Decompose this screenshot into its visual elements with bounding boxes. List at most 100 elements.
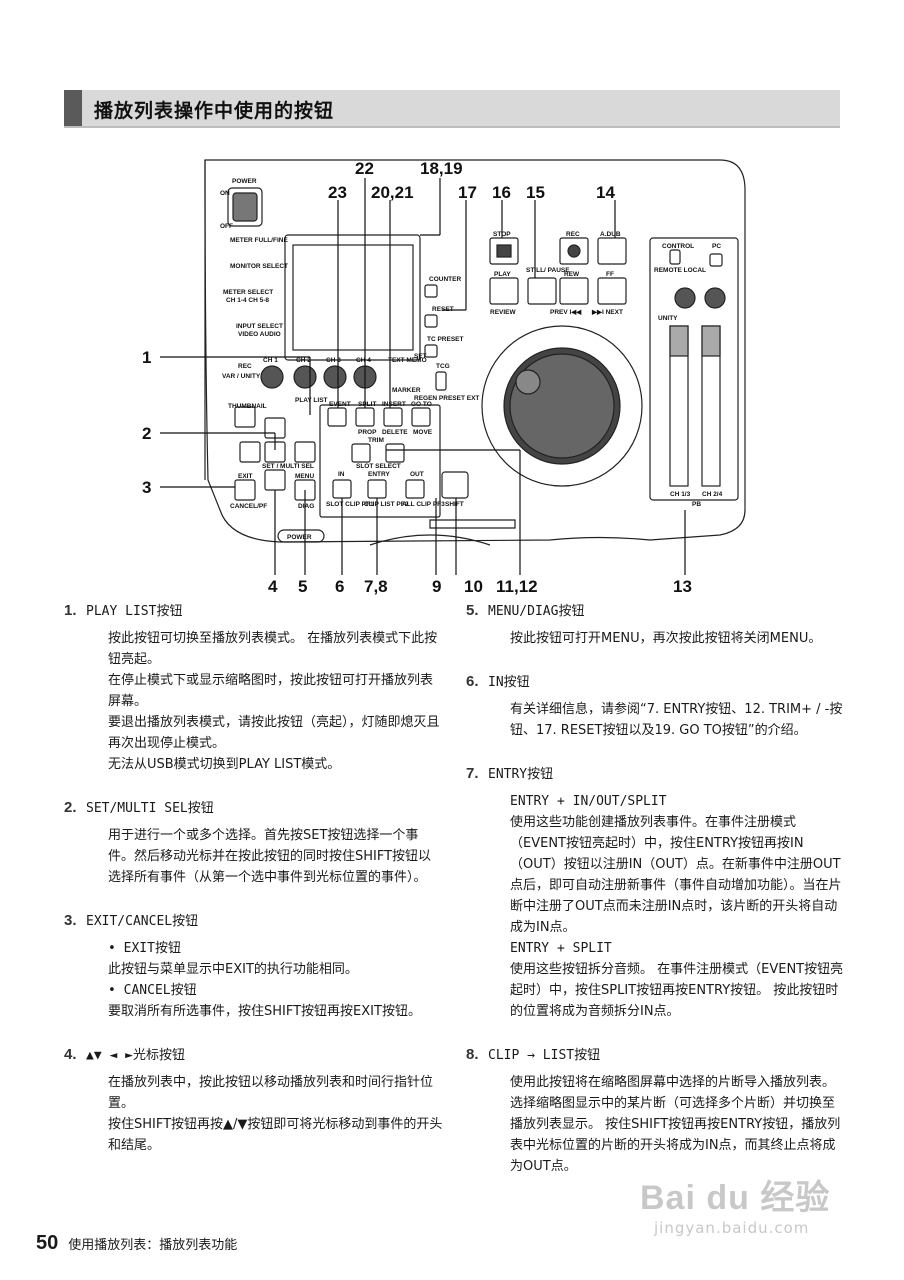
label-menu: MENU [295, 473, 314, 480]
label-out: OUT [410, 471, 424, 478]
callout-18-19: 18,19 [420, 159, 463, 178]
label-exit: EXIT [238, 473, 252, 480]
label-a-dub: A.DUB [600, 231, 621, 238]
paragraph: 无法从USB模式切换到PLAY LIST模式。 [108, 757, 341, 772]
item-1: 1. PLAY LIST按钮 按此按钮可切换至播放列表模式。 在播放列表模式下此按… [64, 600, 444, 775]
label-still-pause: STILL/ PAUSE [526, 267, 570, 274]
item-title: ENTRY按钮 [488, 767, 554, 782]
label-set: SET [414, 353, 427, 360]
panel-outline [204, 159, 746, 543]
label-ch1: CH 1 [263, 357, 278, 364]
label-control: CONTROL [662, 243, 694, 250]
label-in: IN [338, 471, 345, 478]
item-number: 4. [64, 1046, 77, 1063]
callout-16: 16 [492, 183, 511, 202]
callout-1: 1 [142, 348, 151, 367]
section-title: 播放列表操作中使用的按钮 [94, 100, 335, 122]
callout-5: 5 [298, 577, 307, 596]
label-goto: GO TO [411, 401, 432, 408]
right-column: 5.MENU/DIAG按钮 按此按钮可打开MENU，再次按此按钮将关闭MENU。… [466, 600, 846, 1199]
label-var-unity: VAR / UNITY [222, 373, 261, 380]
label-next: ▶▶I NEXT [591, 309, 623, 316]
label-ff: FF [606, 271, 614, 278]
item-title: PLAY LIST按钮 [86, 604, 183, 619]
item-number: 8. [466, 1046, 479, 1063]
label-unity: UNITY [658, 315, 678, 322]
callout-9: 9 [432, 577, 441, 596]
label-delete: DELETE [382, 429, 408, 436]
label-slot-select: SLOT SELECT [356, 463, 401, 470]
label-on: ON [220, 190, 230, 197]
item-title: CLIP → LIST按钮 [488, 1048, 601, 1063]
item-number: 5. [466, 602, 479, 619]
label-video-audio: VIDEO AUDIO [238, 331, 281, 338]
callout-23: 23 [328, 183, 347, 202]
item-title: EXIT/CANCEL按钮 [86, 914, 199, 929]
label-marker: MARKER [392, 387, 421, 394]
label-set-multi-sel: SET / MULTI SEL [262, 463, 314, 470]
callout-4: 4 [268, 577, 278, 596]
item-4: 4.▲▼ ◄ ►光标按钮 在播放列表中，按此按钮以移动播放列表和时间行指针位置。… [64, 1044, 444, 1156]
paragraph: 此按钮与菜单显示中EXIT的执行功能相同。 [108, 962, 358, 977]
callout-3: 3 [142, 478, 151, 497]
callout-11-12: 11,12 [496, 577, 538, 596]
item-number: 7. [466, 765, 479, 782]
label-cancel-pf: CANCEL/PF [230, 503, 267, 510]
label-power-small: POWER [287, 534, 312, 541]
section-marker [64, 90, 82, 126]
sub-label: • EXIT按钮 [108, 941, 181, 956]
callout-17: 17 [458, 183, 477, 202]
watermark-brand: Bai du 经验 [640, 1179, 831, 1217]
callout-7-8: 7,8 [364, 577, 388, 596]
label-trim: TRIM [368, 437, 384, 444]
paragraph: 用于进行一个或多个选择。首先按SET按钮选择一个事件。然后移动光标并在按此按钮的… [108, 828, 432, 885]
label-ch24: CH 2/4 [702, 491, 723, 498]
item-6: 6.IN按钮 有关详细信息，请参阅“7. ENTRY按钮、12. TRIM+ /… [466, 671, 846, 741]
label-review: REVIEW [490, 309, 517, 316]
item-7: 7.ENTRY按钮 ENTRY + IN/OUT/SPLIT 使用这些功能创建播… [466, 763, 846, 1022]
label-counter: COUNTER [429, 276, 461, 283]
paragraph: 要取消所有所选事件，按住SHIFT按钮再按EXIT按钮。 [108, 1004, 421, 1019]
item-number: 3. [64, 912, 77, 929]
label-ch14-ch58: CH 1-4 CH 5-8 [226, 297, 269, 304]
label-ch4: CH 4 [356, 357, 371, 364]
label-remote-local: REMOTE LOCAL [654, 267, 706, 274]
callout-6: 6 [335, 577, 344, 596]
item-8: 8.CLIP → LIST按钮 使用此按钮将在缩略图屏幕中选择的片断导入播放列表… [466, 1044, 846, 1177]
label-off: OFF [220, 223, 233, 230]
label-pb: PB [692, 501, 701, 508]
item-3: 3. EXIT/CANCEL按钮 • EXIT按钮 此按钮与菜单显示中EXIT的执… [64, 910, 444, 1022]
left-column: 1. PLAY LIST按钮 按此按钮可切换至播放列表模式。 在播放列表模式下此按… [64, 600, 444, 1178]
label-clip-list-pf2: CLIP LIST PF2 [364, 501, 409, 508]
paragraph: 在播放列表中，按此按钮以移动播放列表和时间行指针位置。 [108, 1075, 434, 1111]
item-number: 1. [64, 602, 77, 619]
page-footer: 50 使用播放列表：播放列表功能 [36, 1232, 237, 1255]
label-ch3: CH 3 [326, 357, 341, 364]
paragraph: 使用这些按钮拆分音频。 在事件注册模式（EVENT按钮亮起时）中，按住SPLIT… [510, 962, 844, 1019]
item-title: IN按钮 [488, 675, 530, 690]
label-ch13: CH 1/3 [670, 491, 691, 498]
callout-22: 22 [355, 159, 374, 178]
label-tcg: TCG [436, 363, 450, 370]
paragraph: 要退出播放列表模式，请按此按钮（亮起），灯随即熄灭且再次出现停止模式。 [108, 715, 440, 751]
item-5: 5.MENU/DIAG按钮 按此按钮可打开MENU，再次按此按钮将关闭MENU。 [466, 600, 846, 649]
paragraph: 按此按钮可打开MENU，再次按此按钮将关闭MENU。 [510, 631, 822, 646]
device-panel-diagram: 1 2 3 4 5 6 7,8 9 10 11,12 13 14 15 16 1… [142, 159, 746, 596]
paragraph: 按此按钮可切换至播放列表模式。 在播放列表模式下此按钮亮起。 [108, 631, 438, 667]
label-thumbnail: THUMBNAIL [228, 403, 267, 410]
label-tc-preset: TC PRESET [427, 336, 464, 343]
label-play-list: PLAY LIST [295, 397, 328, 404]
section-header: 播放列表操作中使用的按钮 [64, 90, 840, 128]
label-insert: INSERT [382, 401, 406, 408]
label-event: EVENT [329, 401, 351, 408]
label-ch2: CH 2 [296, 357, 311, 364]
label-stop: STOP [493, 231, 511, 238]
label-move: MOVE [413, 429, 433, 436]
label-pc: PC [712, 243, 721, 250]
label-reset: RESET [432, 306, 454, 313]
label-diag: DIAG [298, 503, 314, 510]
paragraph: 按住SHIFT按钮再按▲/▼按钮即可将光标移动到事件的开头和结尾。 [108, 1117, 443, 1153]
callout-20-21: 20,21 [371, 183, 414, 202]
label-prev: PREV I◀◀ [550, 309, 582, 316]
paragraph: 有关详细信息，请参阅“7. ENTRY按钮、12. TRIM+ / -按钮、17… [510, 702, 843, 738]
